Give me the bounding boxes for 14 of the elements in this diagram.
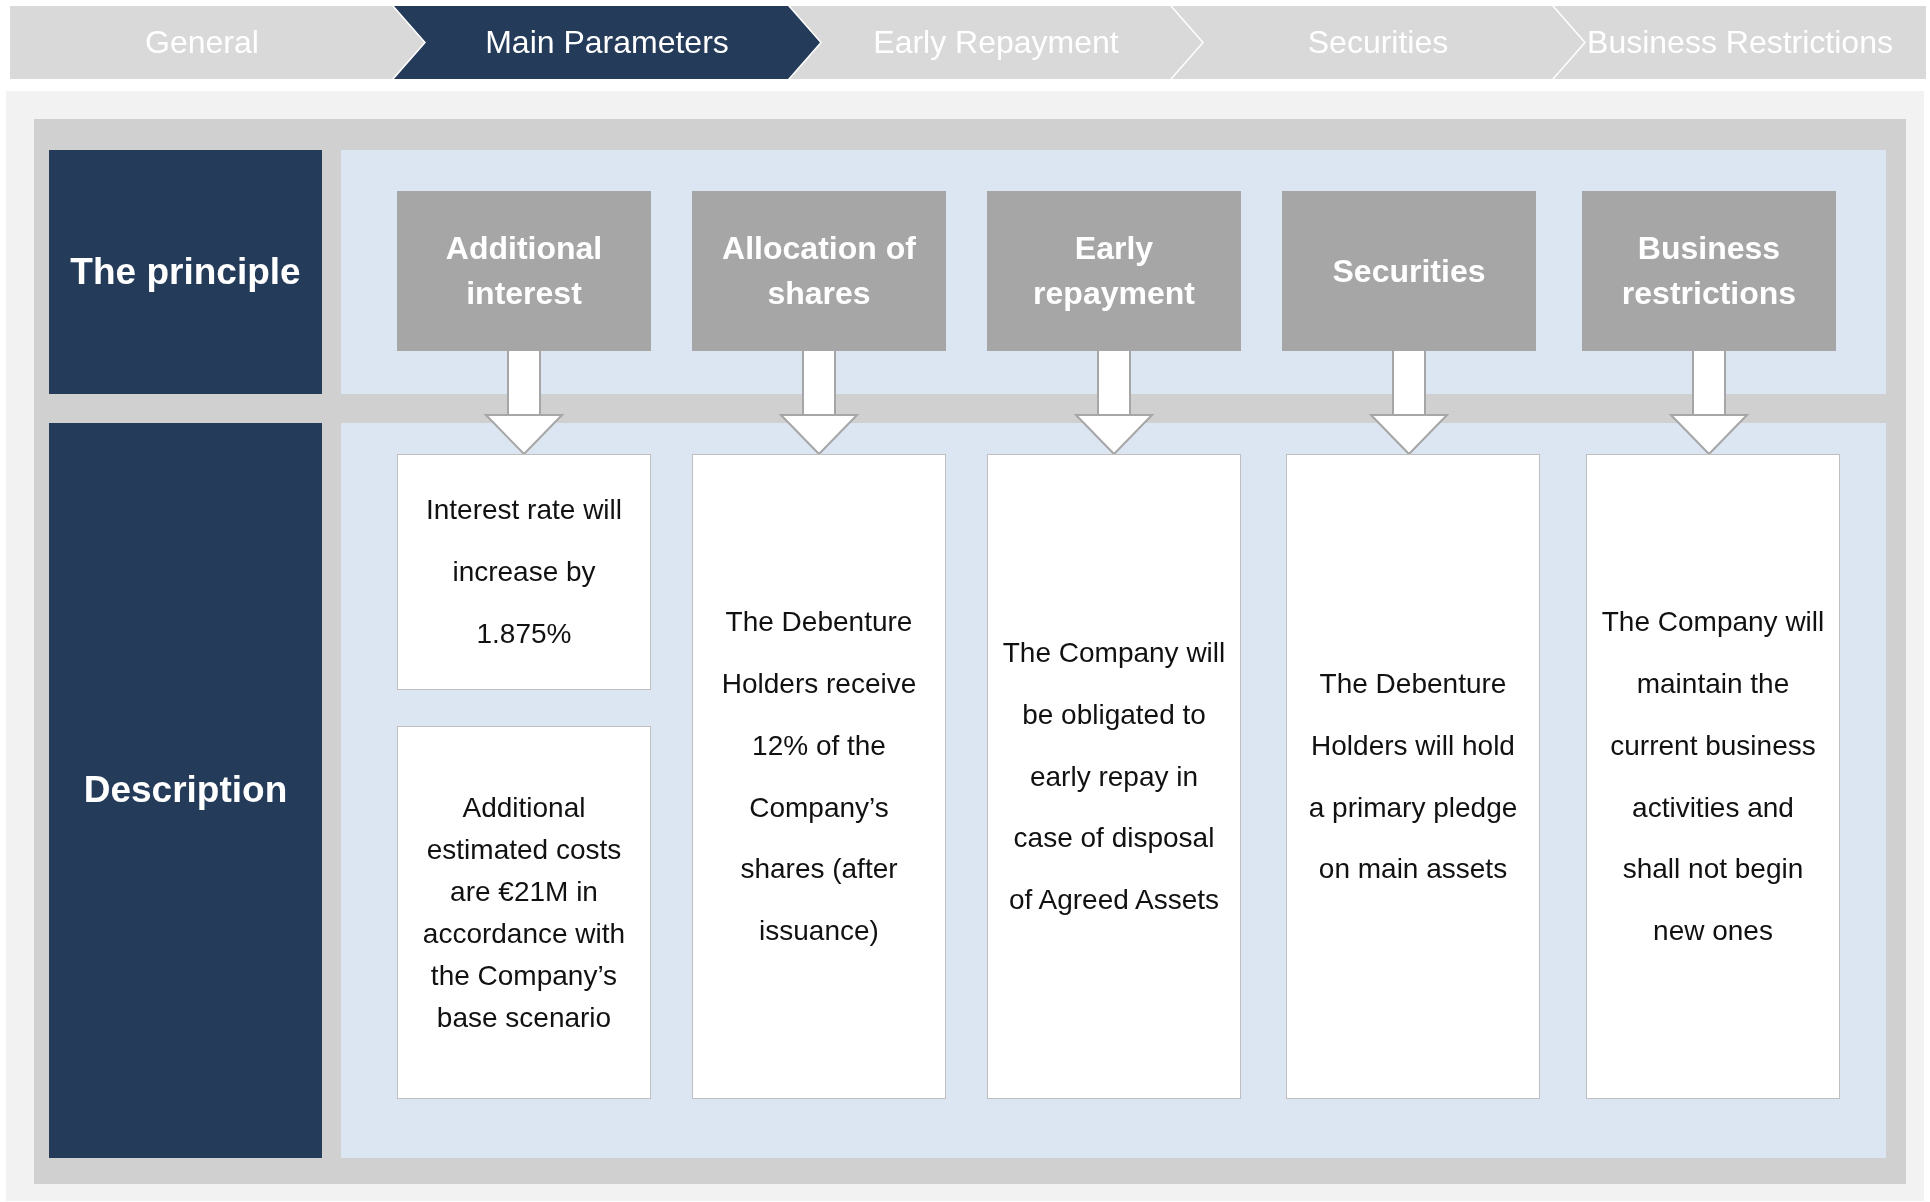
description-box: Interest rate will increase by 1.875%	[397, 454, 651, 690]
category-box: Early repayment	[987, 191, 1241, 351]
category-box: Allocation of shares	[692, 191, 946, 351]
category-box: Business restrictions	[1582, 191, 1836, 351]
description-box: The Debenture Holders receive 12% of the Company’s shares (after issuance)	[692, 454, 946, 1099]
description-box: Additional estimated costs are €21M in accordance with the Company’s base scenario	[397, 726, 651, 1099]
description-box: The Debenture Holders will hold a primary pledge on main assets	[1286, 454, 1540, 1099]
category-box: Securities	[1282, 191, 1536, 351]
category-box: Additional interest	[397, 191, 651, 351]
row-header: The principle	[49, 150, 322, 394]
row-header: Description	[49, 423, 322, 1158]
tab: Main Parameters	[394, 6, 820, 79]
description-box: The Company will maintain the current business activities and shall not begin new ones	[1586, 454, 1840, 1099]
description-box: The Company will be obligated to early repay in case of disposal of Agreed Assets	[987, 454, 1241, 1099]
